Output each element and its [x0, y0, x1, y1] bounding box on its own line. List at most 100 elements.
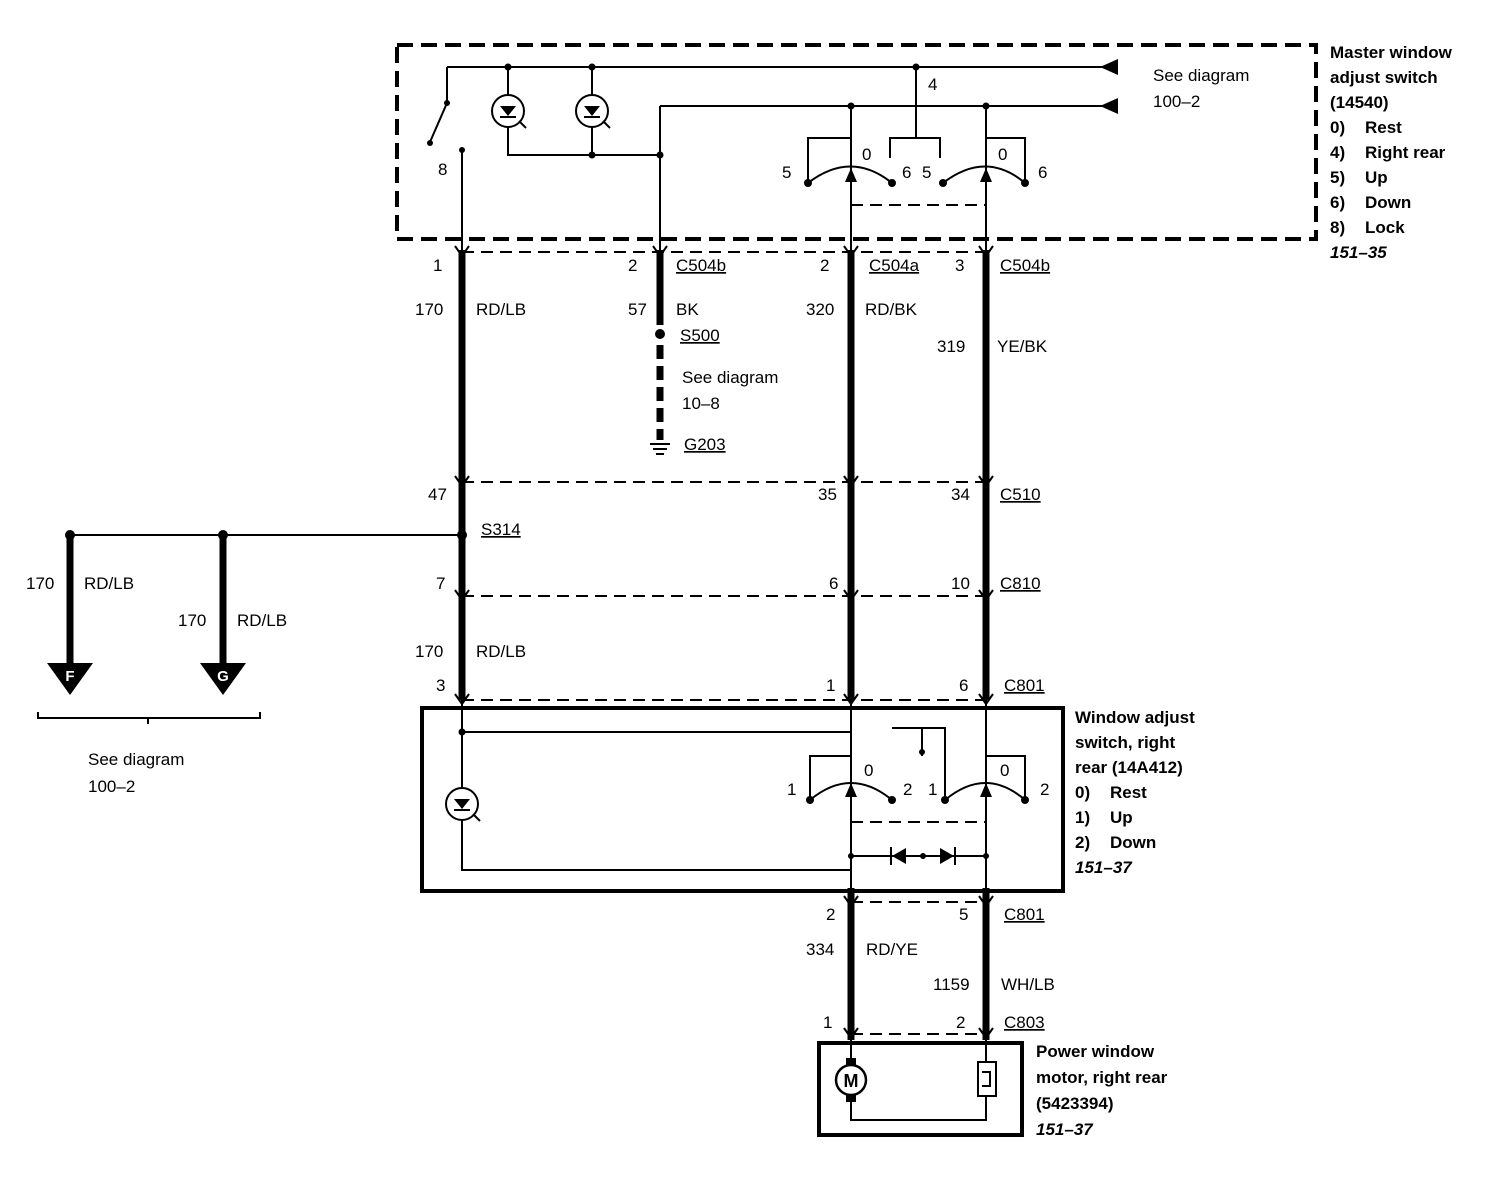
pin-label: 2	[826, 905, 835, 924]
ground-see-ref: 10–8	[682, 394, 720, 413]
connector-name: C810	[1000, 574, 1041, 593]
pin-label: 1	[823, 1013, 832, 1032]
lamp-icon	[445, 732, 851, 871]
offpage-see-ref: 100–2	[88, 777, 135, 796]
wire-color: RD/YE	[866, 940, 918, 959]
wire-num: 334	[806, 940, 834, 959]
position-name: Lock	[1365, 218, 1405, 237]
position-name: Up	[1110, 808, 1133, 827]
pin-label: 3	[955, 256, 964, 275]
wire-num: 57	[628, 300, 647, 319]
wire-color: RD/BK	[865, 300, 918, 319]
pin-label: 5	[959, 905, 968, 924]
contact-label: 6	[1038, 163, 1047, 182]
connector-marks	[843, 895, 994, 1040]
rr-switch-contact-left	[806, 700, 896, 900]
wire-color: YE/BK	[997, 337, 1048, 356]
svg-text:M: M	[844, 1071, 859, 1091]
position-num: 6)	[1330, 193, 1345, 212]
position-num: 0)	[1330, 118, 1345, 137]
pin-label: 3	[436, 676, 445, 695]
connector-name: C504b	[676, 256, 726, 275]
ground-name: G203	[684, 435, 726, 454]
contact-label: 5	[782, 163, 791, 182]
pin-label: 1	[433, 256, 442, 275]
pin-label: 1	[826, 676, 835, 695]
offpage-g-label: G	[217, 668, 229, 685]
position-num: 5)	[1330, 168, 1345, 187]
contact-label: 1	[928, 780, 937, 799]
motor-title: motor, right rear	[1036, 1068, 1168, 1087]
ground-icon	[650, 443, 670, 455]
contact-label: 1	[787, 780, 796, 799]
master-pin-4: 4	[928, 75, 937, 94]
diode-icon	[848, 847, 989, 865]
pin-label: 6	[829, 574, 838, 593]
wire-color: RD/LB	[476, 300, 526, 319]
pin-label: 2	[820, 256, 829, 275]
master-switch-box	[395, 43, 1318, 241]
position-name: Down	[1365, 193, 1411, 212]
connector-name: C510	[1000, 485, 1041, 504]
contact-label: 6	[902, 163, 911, 182]
pin-label: 34	[951, 485, 970, 504]
wire-num: 320	[806, 300, 834, 319]
rr-title: switch, right	[1075, 733, 1175, 752]
motor-icon: M	[834, 1040, 987, 1121]
wire-num: 1159	[933, 975, 970, 994]
motor-title: (5423394)	[1036, 1094, 1114, 1113]
wire-num: 170	[415, 300, 443, 319]
master-see-ref: 100–2	[1153, 92, 1200, 111]
ground-see-diagram: See diagram	[682, 368, 778, 387]
position-num: 8)	[1330, 218, 1345, 237]
rr-title: rear (14A412)	[1075, 758, 1183, 777]
master-switch-contact-right	[939, 106, 1029, 250]
lamp-icon	[491, 67, 660, 156]
motor-title: Power window	[1036, 1042, 1155, 1061]
connector-name: C801	[1004, 676, 1045, 695]
wire-num: 170	[26, 574, 54, 593]
master-title: adjust switch	[1330, 68, 1438, 87]
wire-color: WH/LB	[1001, 975, 1055, 994]
contact-label: 0	[1000, 761, 1009, 780]
position-num: 1)	[1075, 808, 1090, 827]
see-diagram-arrow-2	[1100, 98, 1118, 114]
offpage-f-label: F	[65, 668, 74, 685]
rr-title: Window adjust	[1075, 708, 1195, 727]
pin-label: 35	[818, 485, 837, 504]
master-title: (14540)	[1330, 93, 1389, 112]
connector-name: C803	[1004, 1013, 1045, 1032]
rr-switch-contact-right	[941, 700, 1029, 900]
offpage-bracket	[37, 712, 261, 724]
lock-switch	[429, 67, 463, 250]
master-see-diagram: See diagram	[1153, 66, 1249, 85]
pin-label: 10	[951, 574, 970, 593]
contact-label: 0	[998, 145, 1007, 164]
connector-name: C801	[1004, 905, 1045, 924]
circuit-breaker-icon	[977, 1040, 997, 1097]
contact-label: 2	[903, 780, 912, 799]
connector-name: C504a	[869, 256, 920, 275]
pin-label: 2	[628, 256, 637, 275]
master-pin-8: 8	[438, 160, 447, 179]
position-name: Rest	[1365, 118, 1402, 137]
position-name: Rest	[1110, 783, 1147, 802]
wire-color: RD/LB	[237, 611, 287, 630]
offpage-arrow-f	[47, 663, 93, 695]
wire-num: 170	[178, 611, 206, 630]
splice-s500: S500	[680, 326, 720, 345]
wire-num: 170	[415, 642, 443, 661]
wire-color: RD/LB	[476, 642, 526, 661]
wire-num: 319	[937, 337, 965, 356]
position-num: 2)	[1075, 833, 1090, 852]
pin-label: 2	[956, 1013, 965, 1032]
contact-label: 0	[862, 145, 871, 164]
position-num: 0)	[1075, 783, 1090, 802]
pin-label: 6	[959, 676, 968, 695]
rr-switch-box	[420, 706, 1065, 893]
motor-ref: 151–37	[1036, 1120, 1094, 1139]
position-name: Right rear	[1365, 143, 1446, 162]
see-diagram-arrow-1	[1100, 59, 1118, 75]
wire-color: BK	[676, 300, 699, 319]
